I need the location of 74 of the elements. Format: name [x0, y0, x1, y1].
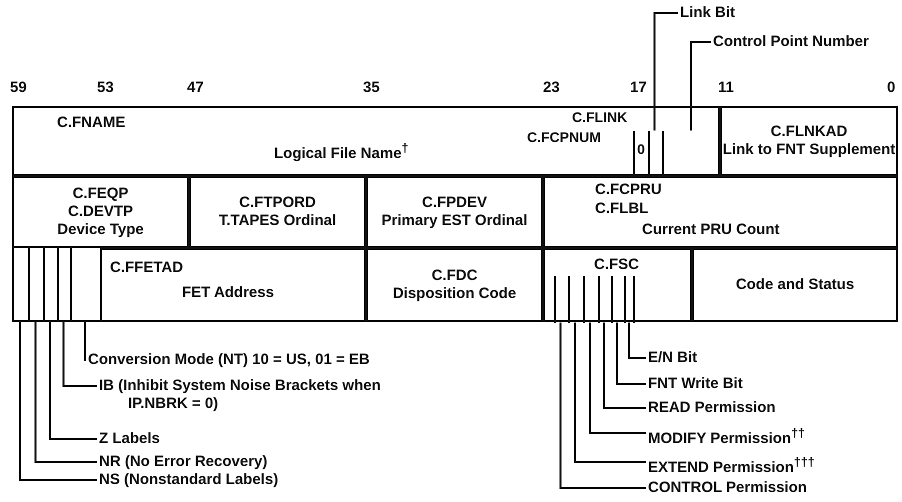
leader-line — [49, 322, 97, 440]
field-name: C.FNAME — [57, 114, 126, 132]
callout-label: NS (Nonstandard Labels) — [99, 471, 278, 489]
field-name: C.FFETAD — [110, 259, 184, 277]
bit-cell — [632, 130, 648, 176]
leader-line — [560, 322, 646, 489]
leader-line — [62, 322, 97, 387]
callout-label: READ Permission — [648, 399, 776, 417]
field-label: C.FLBL — [595, 200, 648, 218]
bit-cell — [624, 276, 634, 322]
leader-line — [603, 322, 646, 409]
leader-line — [690, 41, 711, 130]
field-label: C.FSC — [594, 256, 639, 274]
callout-label: Z Labels — [99, 430, 160, 448]
bit-number: 35 — [363, 79, 380, 97]
callout-label: E/N Bit — [648, 349, 698, 367]
leader-line — [616, 322, 646, 385]
field-name: C.FLINK — [572, 108, 628, 126]
callout-label: FNT Write Bit — [648, 375, 743, 393]
bit-cell — [43, 248, 57, 322]
field-label: Current PRU Count — [642, 221, 780, 239]
callout-label: MODIFY Permission$^{††}$ — [648, 424, 805, 448]
field-label: C.DEVTP — [68, 203, 133, 221]
callout-label: Link Bit — [680, 4, 735, 22]
field-name: C.FCPRU — [595, 181, 662, 199]
callout-label: IB (Inhibit System Noise Brackets when IP.NBRK = 0) — [99, 377, 429, 413]
leader-line — [574, 322, 646, 463]
field-name: C.FPDEV — [422, 194, 487, 212]
bit-number: 17 — [630, 79, 647, 97]
register-field — [692, 248, 898, 322]
field-name: C.FDC — [432, 267, 478, 285]
field-label: Link to FNT Supplement — [722, 141, 896, 159]
register-field — [12, 176, 189, 248]
field-name: C.FLNKAD — [770, 123, 848, 141]
callout-label: Conversion Mode (NT) 10 = US, 01 = EB — [88, 351, 370, 369]
leader-line — [34, 322, 97, 463]
bit-cell — [12, 248, 28, 322]
leader-line — [654, 12, 678, 130]
register-field — [366, 248, 543, 322]
bit-cell — [57, 248, 70, 322]
callout-label: CONTROL Permission — [648, 479, 807, 497]
bit-number: 47 — [187, 79, 204, 97]
bit-number: 11 — [718, 79, 734, 97]
register-field — [12, 106, 720, 176]
bit-number: 0 — [887, 79, 896, 97]
register-field — [720, 106, 898, 176]
field-name: C.FTPORD — [239, 194, 316, 212]
field-label: Device Type — [57, 221, 144, 239]
bit-value: 0 — [637, 140, 645, 156]
leader-line — [84, 322, 86, 361]
register-field — [366, 176, 543, 248]
bit-cell — [70, 248, 100, 322]
field-label: Primary EST Ordinal — [382, 212, 528, 230]
bit-cell — [28, 248, 43, 322]
leader-line — [628, 322, 646, 359]
field-label: Logical File Name$^{†}$ — [274, 140, 408, 163]
bit-number: 59 — [10, 79, 27, 97]
callout-label: Control Point Number — [713, 33, 869, 51]
bit-number: 23 — [543, 79, 560, 97]
callout-label: EXTEND Permission$^{†††}$ — [648, 453, 815, 477]
leader-line — [19, 322, 97, 481]
field-name: C.FCPNUM — [527, 128, 601, 146]
callout-label: NR (No Error Recovery) — [99, 453, 268, 471]
field-label: T.TAPES Ordinal — [218, 212, 336, 230]
field-name: C.FEQP — [72, 185, 128, 203]
register-field — [189, 176, 366, 248]
register-field — [543, 176, 898, 248]
leader-line — [589, 322, 646, 434]
bit-number: 53 — [97, 79, 114, 97]
field-label: Disposition Code — [392, 285, 516, 303]
field-label: Code and Status — [736, 276, 854, 294]
field-label: FET Address — [182, 284, 274, 302]
register-field — [100, 248, 366, 322]
register-field — [543, 248, 692, 322]
